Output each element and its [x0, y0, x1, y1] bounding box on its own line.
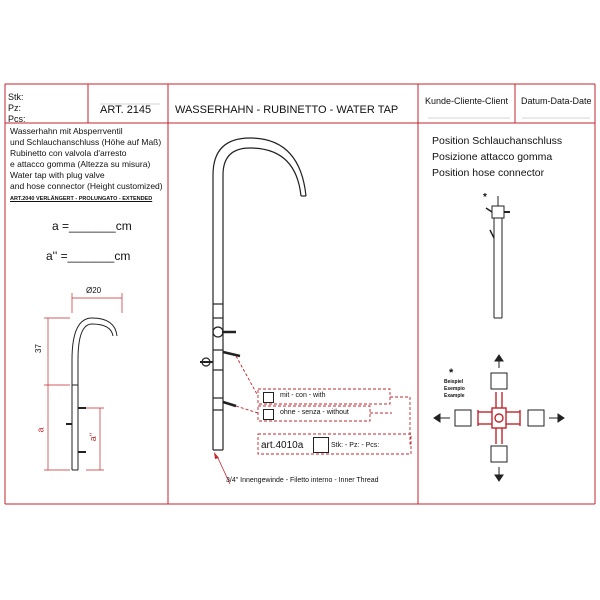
dimension-a2: a'' =_______cm — [46, 249, 131, 263]
description-block: Wasserhahn mit Absperrventil und Schlauc… — [10, 126, 166, 192]
option-article: art.4010a — [261, 440, 304, 451]
description-line: and hose connector (Height customized) — [10, 181, 163, 191]
description-line: e attacco gomma (Altezza su misura) — [10, 159, 151, 169]
description-line: Wasserhahn mit Absperrventil — [10, 126, 123, 136]
main-tap-drawing — [200, 137, 307, 451]
qty-box[interactable] — [313, 437, 329, 453]
example-word: Example — [444, 393, 465, 399]
description-line: Rubinetto con valvola d'arresto — [10, 148, 127, 158]
position-line: Position Schlauchanschluss — [432, 135, 563, 147]
stk-label: Stk: — [8, 92, 24, 102]
example-word: Esempio — [444, 386, 465, 392]
description-line: und Schlauchanschluss (Höhe auf Maß) — [10, 137, 162, 147]
thread-note: 3/4" Innengewinde - Filetto interno - In… — [226, 477, 379, 484]
position-asterisk: * — [483, 192, 487, 203]
qty-label: Stk: - Pz: - Pcs: — [331, 442, 380, 449]
article-number: ART. 2145 — [100, 104, 152, 116]
position-selector — [454, 372, 545, 463]
description-line: Water tap with plug valve — [10, 170, 105, 180]
example-word: Beispiel — [444, 379, 464, 385]
label-a2: a'' — [88, 432, 99, 442]
option-leaders — [235, 355, 412, 455]
customer-field: Kunde-Cliente-Client — [425, 96, 509, 106]
diameter-label: Ø20 — [86, 286, 102, 295]
without-checkbox[interactable] — [263, 409, 274, 420]
small-tap-drawing — [66, 317, 118, 471]
date-field: Datum-Data-Date — [521, 96, 592, 106]
pcs-label: Pcs: — [8, 114, 26, 124]
height-37-label: 37 — [33, 344, 43, 353]
pz-label: Pz: — [8, 103, 22, 113]
without-label: ohne - senza - without — [280, 409, 349, 416]
hose-example-valve — [477, 392, 521, 444]
example-label: Beispiel Esempio Example — [444, 379, 465, 400]
position-line: Position hose connector — [432, 167, 545, 179]
hose-connector-drawing — [485, 196, 510, 319]
small-dimension-lines — [44, 293, 123, 471]
page-title: WASSERHAHN - RUBINETTO - WATER TAP — [175, 104, 399, 116]
label-a: a — [35, 427, 46, 433]
dimension-a: a =_______cm — [52, 219, 132, 233]
position-line: Posizione attacco gomma — [432, 151, 553, 163]
with-label: mit - con - with — [280, 392, 326, 399]
example-asterisk: * — [449, 367, 454, 379]
with-checkbox[interactable] — [263, 392, 274, 403]
position-heading: Position Schlauchanschluss Posizione att… — [432, 133, 562, 181]
extended-note: ART.2040 VERLÄNGERT - PROLUNGATO - EXTEN… — [10, 196, 153, 202]
